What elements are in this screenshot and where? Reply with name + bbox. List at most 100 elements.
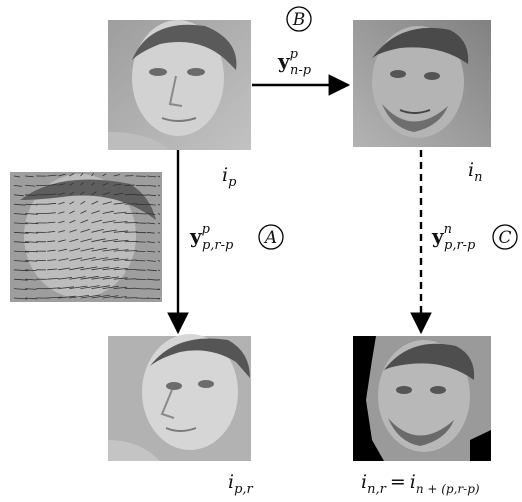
flow-vector xyxy=(102,173,107,177)
flow-vector xyxy=(25,222,39,225)
flow-vector-field xyxy=(13,172,161,300)
flow-vector xyxy=(146,241,155,243)
circle-label-b-text: B xyxy=(292,10,306,30)
flow-vector xyxy=(157,278,161,281)
flow-vector xyxy=(69,238,79,243)
flow-vector xyxy=(157,213,161,215)
flow-vector xyxy=(102,192,110,196)
flow-vector xyxy=(47,221,56,224)
flow-vector xyxy=(102,239,119,243)
flow-vector xyxy=(80,172,84,177)
flow-vector xyxy=(69,257,83,261)
flow-vector xyxy=(91,200,99,205)
flow-vector xyxy=(113,221,128,224)
flow-vector xyxy=(80,210,87,214)
flow-vector xyxy=(80,219,89,224)
flow-vector xyxy=(80,238,93,243)
flow-vector xyxy=(47,259,57,261)
flow-vector xyxy=(58,220,65,224)
flow-vector xyxy=(47,240,56,243)
flow-vector xyxy=(113,258,129,261)
flow-vector xyxy=(113,183,122,186)
flow-vector xyxy=(25,231,39,234)
flow-vector xyxy=(80,285,100,289)
flow-vector xyxy=(157,175,161,178)
flow-vector xyxy=(47,184,57,186)
flow-vector xyxy=(157,185,161,187)
flow-vector xyxy=(135,213,147,215)
flow-vector xyxy=(69,182,74,186)
flow-vector xyxy=(113,249,129,252)
flow-vector xyxy=(47,202,57,205)
flow-vector xyxy=(80,294,101,299)
flow-vector xyxy=(80,257,96,261)
flow-vector xyxy=(80,182,84,186)
flow-vector xyxy=(113,239,129,243)
flow-vector xyxy=(25,175,34,178)
flow-vector xyxy=(113,211,127,214)
flow-vector xyxy=(102,182,109,186)
flow-vector xyxy=(91,229,104,233)
face-photo-bottom-left xyxy=(108,334,251,461)
circle-label-a-text: A xyxy=(263,228,277,248)
flow-vector xyxy=(102,276,120,280)
face-photo-top-right xyxy=(353,20,491,147)
flow-vector xyxy=(146,278,159,281)
face-photo-top-left xyxy=(108,20,251,150)
flow-vector xyxy=(102,295,119,299)
flow-vector xyxy=(91,238,106,243)
flow-vector xyxy=(157,203,161,206)
flow-vector xyxy=(102,210,114,214)
flow-vector xyxy=(69,295,90,299)
flow-vector xyxy=(146,213,156,215)
flow-vector xyxy=(102,257,120,261)
flow-vector xyxy=(102,248,119,252)
flow-vector xyxy=(135,269,146,271)
flow-vector xyxy=(25,213,38,215)
flow-vector xyxy=(13,213,27,215)
flow-vector xyxy=(69,266,84,271)
flow-vector xyxy=(58,286,75,289)
flow-vector xyxy=(146,194,157,197)
flow-vector xyxy=(25,269,37,271)
flow-vector xyxy=(157,288,161,290)
flow-vector xyxy=(13,231,29,234)
flow-vector xyxy=(58,267,71,271)
flow-vector xyxy=(47,212,56,214)
flow-vector xyxy=(91,210,101,214)
flow-vector xyxy=(102,220,116,224)
flow-vector xyxy=(58,211,65,214)
flow-vector xyxy=(146,185,157,187)
flow-vector xyxy=(58,277,73,280)
flow-vector xyxy=(58,201,65,205)
flow-vector xyxy=(69,285,88,289)
flow-vector xyxy=(80,228,91,233)
flow-vector xyxy=(91,276,110,280)
flow-vector xyxy=(25,194,37,196)
node-label-in: in xyxy=(468,159,482,185)
flow-vector xyxy=(58,192,65,196)
circle-label-c-text: C xyxy=(498,228,511,248)
flow-vector xyxy=(91,247,108,252)
flow-vector xyxy=(80,247,94,252)
flow-vector xyxy=(58,248,67,252)
flow-vector xyxy=(47,268,58,271)
flow-vector xyxy=(91,294,110,299)
flow-vector xyxy=(157,260,161,262)
flow-vector xyxy=(124,203,138,205)
flow-vector xyxy=(146,175,157,178)
flow-vector xyxy=(69,219,76,224)
flow-vector xyxy=(13,175,21,178)
flow-vector xyxy=(124,259,137,261)
flow-vector xyxy=(25,250,38,253)
flow-vector xyxy=(146,269,157,272)
flow-vector xyxy=(113,230,129,233)
flow-vector xyxy=(102,229,117,233)
flow-vector xyxy=(58,239,66,243)
flow-vector xyxy=(13,250,29,253)
flow-vector xyxy=(13,288,28,290)
